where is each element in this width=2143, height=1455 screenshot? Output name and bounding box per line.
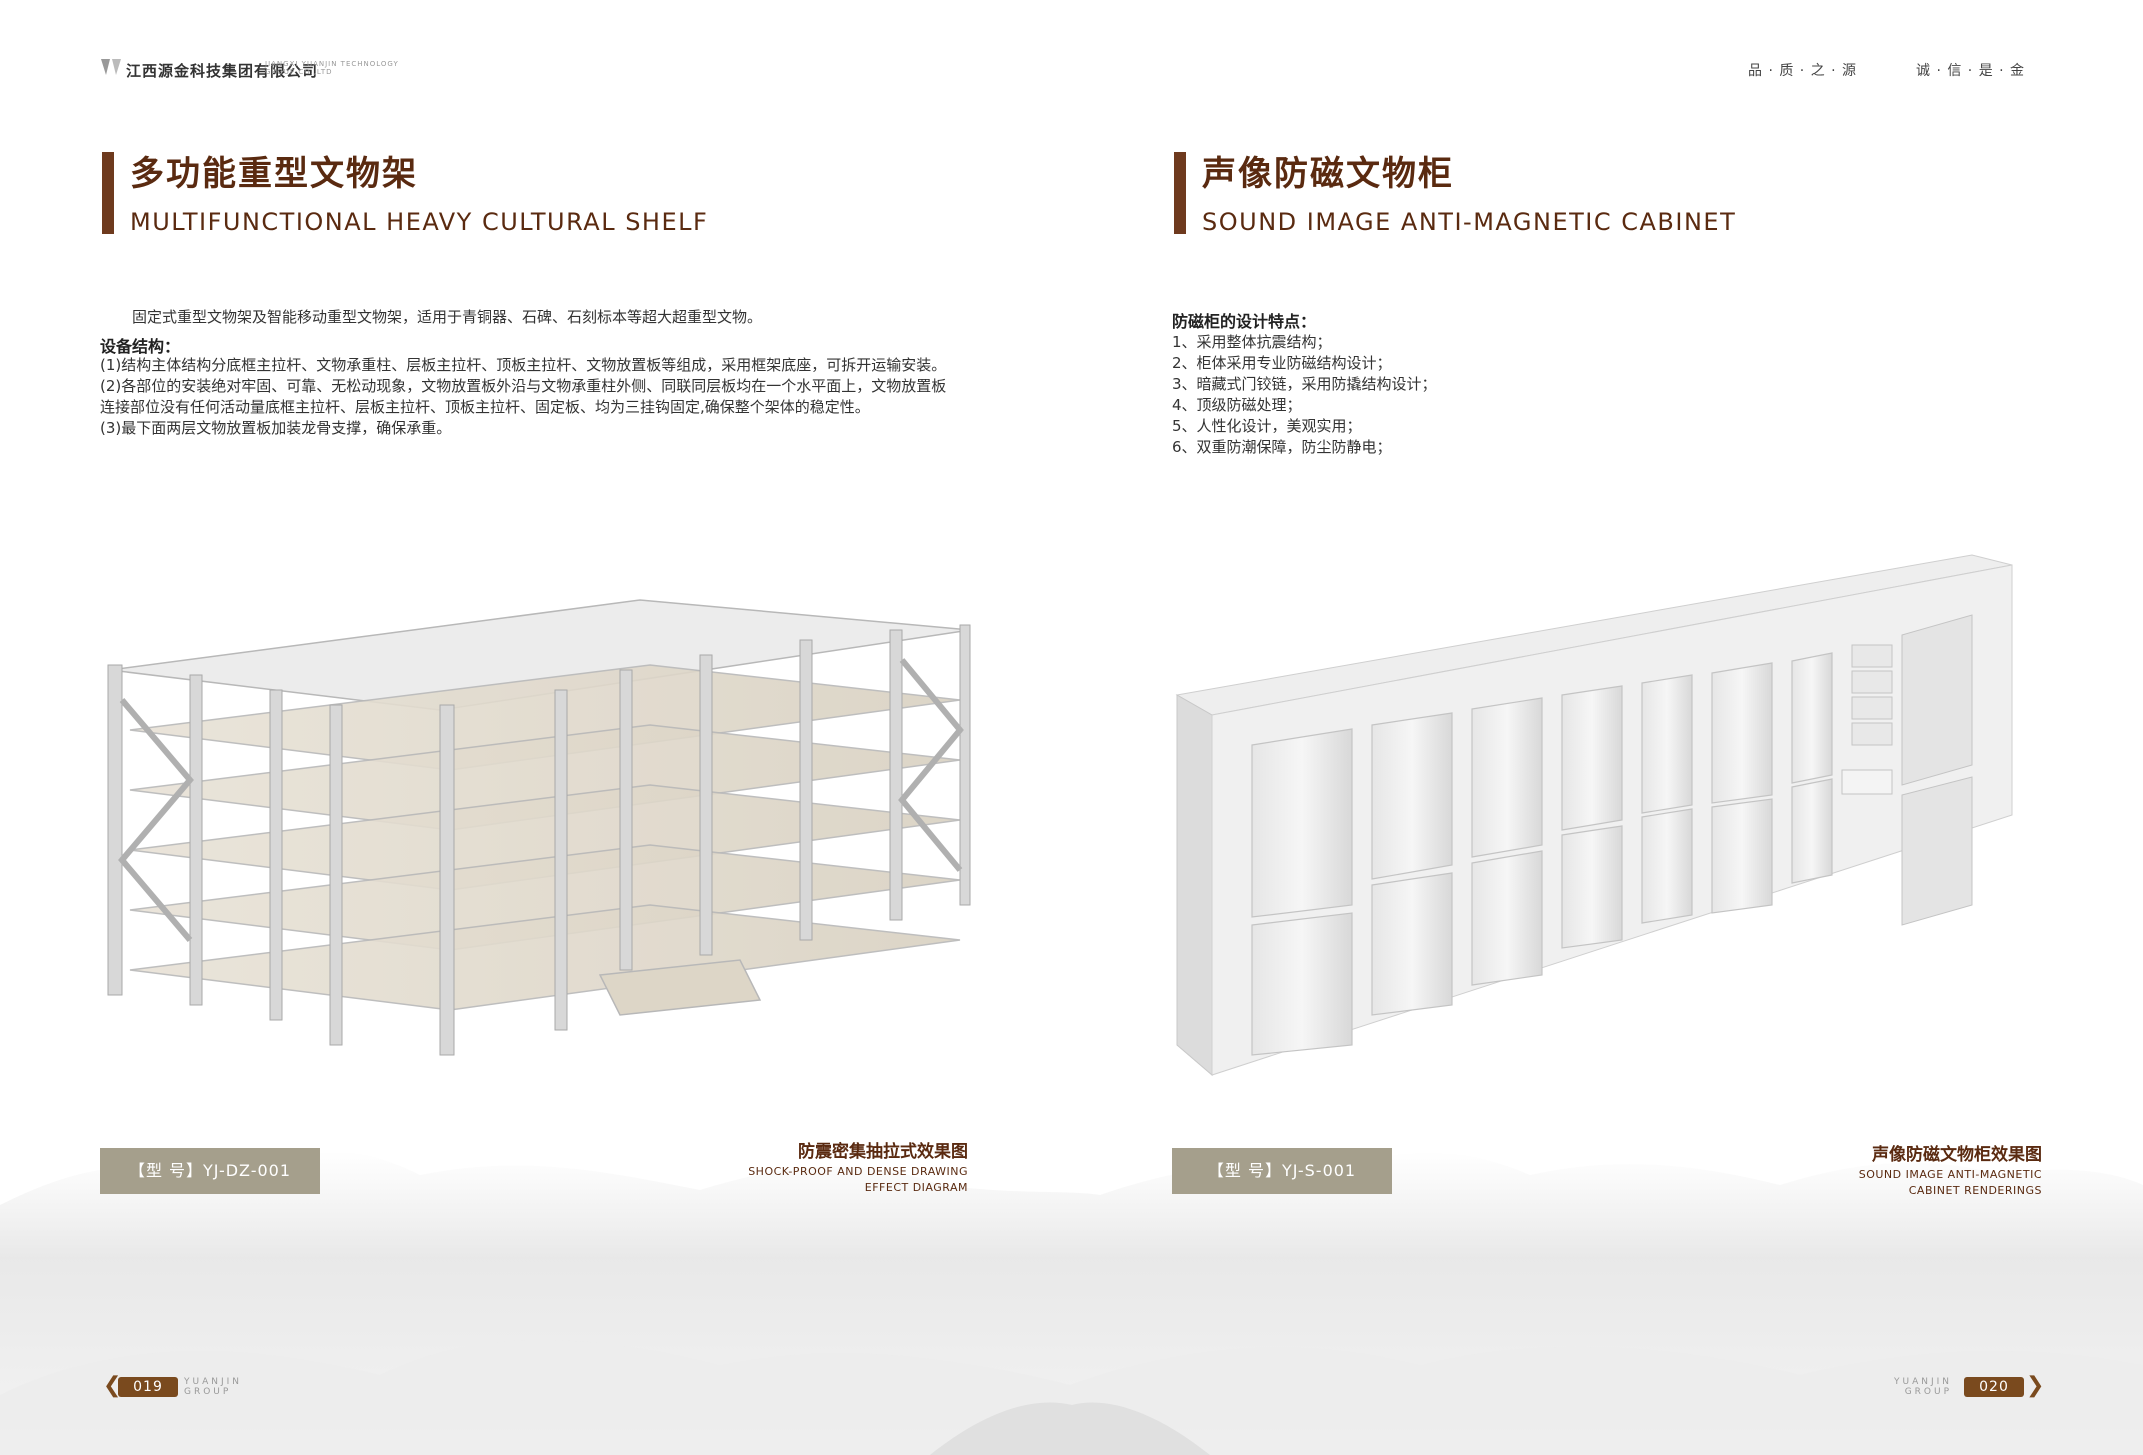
- left-caption-en-line1: SHOCK-PROOF AND DENSE DRAWING: [748, 1165, 968, 1178]
- company-name-en-line1: JIANGXI YUANJIN TECHNOLOGY: [265, 60, 399, 68]
- slogan-left: 品 · 质 · 之 · 源: [1748, 63, 1858, 79]
- feature-item: 3、暗藏式门铰链，采用防撬结构设计；: [1172, 375, 1437, 393]
- chevron-left-icon: ❮: [103, 1373, 122, 1398]
- right-page-number: 020: [1964, 1377, 2024, 1397]
- right-caption-en-line2: CABINET RENDERINGS: [1908, 1184, 2042, 1197]
- structure-item: 连接部位没有任何活动量底框主拉杆、层板主拉杆、顶板主拉杆、固定板、均为三挂钩固定…: [100, 398, 870, 416]
- features-list: 1、采用整体抗震结构； 2、柜体采用专业防磁结构设计； 3、暗藏式门铰链，采用防…: [1172, 332, 1437, 458]
- left-model-badge: 【型 号】YJ-DZ-001: [100, 1148, 320, 1194]
- left-page-number: 019: [118, 1377, 178, 1397]
- slogan-right: 诚 · 信 · 是 · 金: [1916, 63, 2026, 79]
- feature-item: 4、顶级防磁处理；: [1172, 396, 1302, 414]
- right-title-en: SOUND IMAGE ANTI-MAGNETIC CABINET: [1202, 208, 1737, 236]
- right-brand-line1: YUANJIN: [1894, 1377, 1953, 1387]
- feature-item: 6、双重防潮保障，防尘防静电；: [1172, 438, 1392, 456]
- left-page-brand: YUANJIN GROUP: [184, 1377, 242, 1397]
- chevron-right-icon: ❯: [2026, 1373, 2045, 1398]
- structure-item: (3)最下面两层文物放置板加装龙骨支撑，确保承重。: [100, 419, 452, 437]
- left-title-bar: [102, 152, 114, 234]
- right-model-badge: 【型 号】YJ-S-001: [1172, 1148, 1392, 1194]
- right-caption-cn: 声像防磁文物柜效果图: [1872, 1145, 2042, 1165]
- structure-list: (1)结构主体结构分底框主拉杆、文物承重柱、层板主拉杆、顶板主拉杆、文物放置板等…: [100, 355, 980, 439]
- structure-item: (2)各部位的安装绝对牢固、可靠、无松动现象，文物放置板外沿与文物承重柱外侧、同…: [100, 377, 947, 395]
- company-name-en-line2: GROUP CO.,LTD: [265, 68, 333, 76]
- left-title-cn: 多功能重型文物架: [130, 154, 418, 194]
- right-title-bar: [1174, 152, 1186, 234]
- feature-item: 2、柜体采用专业防磁结构设计；: [1172, 354, 1392, 372]
- left-title-en: MULTIFUNCTIONAL HEAVY CULTURAL SHELF: [130, 208, 709, 236]
- anti-magnetic-cabinet-illustration: [1175, 554, 2013, 1077]
- structure-heading: 设备结构：: [100, 337, 181, 356]
- company-name: 江西源金科技集团有限公司: [126, 62, 319, 80]
- left-brand-line1: YUANJIN: [184, 1377, 243, 1387]
- right-title-cn: 声像防磁文物柜: [1202, 154, 1454, 194]
- right-page-brand: YUANJIN GROUP: [1894, 1377, 1952, 1397]
- company-name-en: JIANGXI YUANJIN TECHNOLOGY GROUP CO.,LTD: [265, 60, 455, 76]
- left-brand-line2: GROUP: [184, 1387, 232, 1397]
- structure-item: (1)结构主体结构分底框主拉杆、文物承重柱、层板主拉杆、顶板主拉杆、文物放置板等…: [100, 356, 947, 374]
- feature-item: 5、人性化设计，美观实用；: [1172, 417, 1362, 435]
- features-heading: 防磁柜的设计特点：: [1172, 312, 1317, 331]
- feature-item: 1、采用整体抗震结构；: [1172, 333, 1332, 351]
- heavy-shelf-illustration: [107, 599, 971, 1056]
- right-brand-line2: GROUP: [1904, 1387, 1953, 1397]
- right-caption-en-line1: SOUND IMAGE ANTI-MAGNETIC: [1858, 1168, 2042, 1181]
- left-caption-cn: 防震密集抽拉式效果图: [798, 1142, 968, 1162]
- company-logo-icon: [101, 59, 121, 75]
- left-caption-en: SHOCK-PROOF AND DENSE DRAWING EFFECT DIA…: [560, 1164, 968, 1196]
- right-caption-en: SOUND IMAGE ANTI-MAGNETIC CABINET RENDER…: [1630, 1167, 2042, 1199]
- left-caption-en-line2: EFFECT DIAGRAM: [864, 1181, 968, 1194]
- left-intro: 固定式重型文物架及智能移动重型文物架，适用于青铜器、石碑、石刻标本等超大超重型文…: [132, 308, 763, 326]
